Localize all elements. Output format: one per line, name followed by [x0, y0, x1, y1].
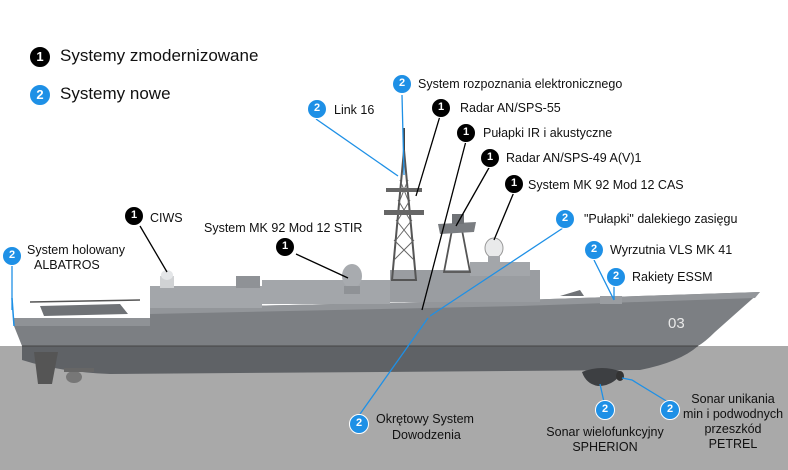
- helicopter-rotor: [29, 299, 141, 303]
- label-cms-line2: Dowodzenia: [392, 428, 461, 442]
- leader-decoys-long: [429, 227, 564, 317]
- ciws-dome: [161, 270, 173, 280]
- sps49-pedestal: [452, 214, 464, 224]
- label-sps49: Radar AN/SPS-49 A(V)1: [506, 151, 642, 165]
- label-essm: Rakiety ESSM: [632, 270, 713, 284]
- label-cas: System MK 92 Mod 12 CAS: [528, 178, 684, 192]
- leader-cms: [359, 317, 429, 415]
- legend-badge-new: 2: [29, 84, 51, 106]
- cas-pedestal: [488, 256, 500, 266]
- badge-ciws: 1: [124, 206, 144, 226]
- underwater-hull: [22, 346, 698, 374]
- helicopter: [40, 304, 128, 316]
- label-vls: Wyrzutnia VLS MK 41: [610, 243, 733, 257]
- leader-sps49: [455, 165, 491, 227]
- label-albatros-line1: System holowany: [27, 243, 125, 257]
- label-cms-line1: Okrętowy System: [376, 412, 474, 426]
- rudder: [34, 352, 58, 384]
- propeller-shaft: [64, 368, 94, 372]
- label-decoys-long: "Pułapki" dalekiego zasięgu: [584, 212, 738, 226]
- mast-platform: [384, 210, 424, 215]
- sonar-dome: [582, 368, 622, 386]
- leader-decoys-ir: [421, 140, 467, 311]
- legend-badge-modernized: 1: [29, 46, 51, 68]
- badge-petrel: 2: [660, 400, 680, 420]
- badge-spherion: 2: [595, 400, 615, 420]
- badge-essm: 2: [606, 267, 626, 287]
- badge-stir: 1: [275, 237, 295, 257]
- badge-sps49: 1: [480, 148, 500, 168]
- vls-module: [600, 296, 622, 304]
- hull: [14, 292, 760, 346]
- badge-decoys-ir: 1: [456, 123, 476, 143]
- badge-link16: 2: [307, 99, 327, 119]
- badge-cas: 1: [504, 174, 524, 194]
- stir-base: [344, 286, 360, 294]
- label-spherion-line2: SPHERION: [572, 440, 638, 454]
- badge-decoys-long: 2: [555, 209, 575, 229]
- label-petrel-line1: Sonar unikania: [691, 392, 775, 406]
- leader-esm: [401, 94, 405, 176]
- funnel: [236, 276, 260, 288]
- leader-petrel: [621, 377, 669, 403]
- legend-label-new: Systemy nowe: [60, 84, 171, 103]
- leader-link16: [315, 118, 399, 177]
- label-ciws: CIWS: [150, 211, 183, 225]
- mast-yard: [386, 188, 422, 192]
- badge-esm: 2: [392, 74, 412, 94]
- label-spherion-line1: Sonar wielofunkcyjny: [546, 425, 664, 439]
- leader-stir: [295, 253, 349, 279]
- label-petrel-line3: przeszkód: [704, 422, 762, 436]
- label-petrel-line2: min i podwodnych: [682, 407, 784, 421]
- legend-label-modernized: Systemy zmodernizowane: [60, 46, 259, 65]
- sps49-antenna: [438, 222, 476, 234]
- label-link16: Link 16: [334, 103, 375, 117]
- label-decoys-ir: Pułapki IR i akustyczne: [483, 126, 613, 140]
- leader-spherion: [599, 383, 605, 403]
- essm-launcher: [560, 290, 584, 296]
- label-albatros-line2: ALBATROS: [34, 258, 100, 272]
- leader-sps55: [415, 115, 441, 197]
- label-sps55: Radar AN/SPS-55: [460, 101, 561, 115]
- helideck: [14, 318, 150, 326]
- hangar: [150, 286, 262, 308]
- badge-vls: 2: [584, 240, 604, 260]
- badge-sps55: 1: [431, 98, 451, 118]
- secondary-mast: [442, 229, 472, 273]
- leader-lines-modernized: [139, 115, 515, 311]
- leader-cas: [493, 191, 515, 241]
- superstructure-aft: [262, 280, 390, 304]
- leader-vls: [593, 259, 615, 301]
- leader-ciws: [139, 225, 168, 273]
- label-petrel-line4: PETREL: [708, 437, 758, 451]
- badge-albatros: 2: [2, 246, 22, 266]
- label-esm: System rozpoznania elektronicznego: [418, 77, 623, 91]
- badge-cms: 2: [349, 414, 369, 434]
- stir-dish: [342, 264, 362, 288]
- label-stir: System MK 92 Mod 12 STIR: [204, 221, 363, 235]
- cas-dome: [484, 237, 504, 259]
- propeller: [66, 371, 82, 383]
- petrel-sonar-unit: [616, 371, 624, 381]
- hull-number: 03: [668, 315, 685, 332]
- leader-lines-new: [11, 94, 669, 415]
